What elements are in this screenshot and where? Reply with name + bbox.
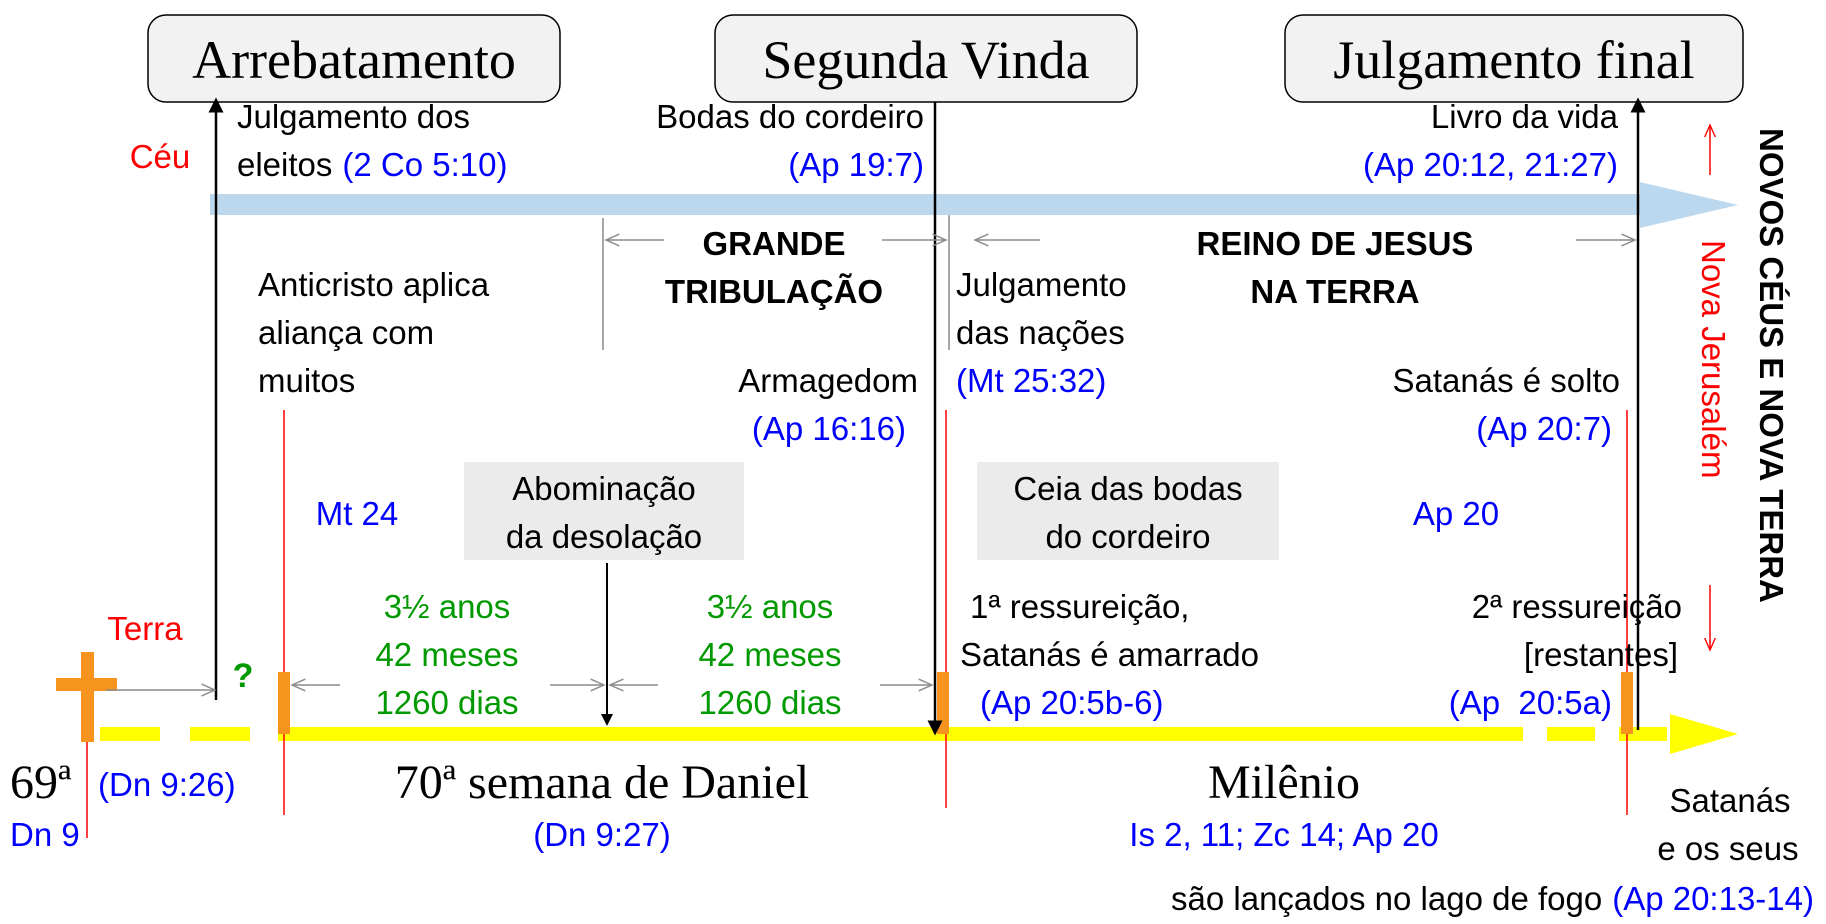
header-final-judgment-label: Julgamento final bbox=[1333, 30, 1694, 90]
week-69-label: 69ª bbox=[10, 756, 72, 809]
armageddon-ref: (Ap 16:16) bbox=[752, 410, 906, 447]
new-jerusalem-label: Nova Jerusalém bbox=[1695, 240, 1732, 478]
half1-days: 1260 dias bbox=[375, 684, 518, 721]
millennium-label: Milênio bbox=[1208, 756, 1360, 809]
red-period-lines bbox=[86, 410, 1628, 838]
book-of-life-label: Livro da vida bbox=[1431, 98, 1619, 135]
dn9-ref: Dn 9 bbox=[10, 816, 80, 853]
elect-judgment-text: eleitos bbox=[237, 146, 332, 183]
cross-icon bbox=[56, 652, 117, 742]
header-second-coming-box: Segunda Vinda bbox=[714, 14, 1138, 103]
second-resurrection-line1: 2ª ressureição bbox=[1472, 588, 1682, 625]
week-70-label: 70ª semana de Daniel bbox=[395, 756, 809, 809]
timeline-arrowhead bbox=[1670, 714, 1738, 754]
heaven-arrow bbox=[210, 182, 1738, 228]
supper-box bbox=[977, 462, 1279, 560]
second-half-week: 3½ anos 42 meses 1260 dias bbox=[698, 588, 841, 721]
satan-end-line2: e os seus bbox=[1657, 830, 1798, 867]
first-resurrection-line1: 1ª ressureição, bbox=[970, 588, 1189, 625]
earth-label: Terra bbox=[107, 610, 183, 647]
elect-judgment-line1: Julgamento dos bbox=[237, 98, 470, 135]
half1-years: 3½ anos bbox=[384, 588, 511, 625]
satan-end-line1: Satanás bbox=[1669, 782, 1790, 819]
header-rapture-box: Arrebatamento bbox=[147, 14, 561, 103]
lake-of-fire-ref: (Ap 20:13-14) bbox=[1612, 880, 1814, 917]
abomination-line1: Abominação bbox=[512, 470, 695, 507]
lake-of-fire-text: são lançados no lago de fogo bbox=[1171, 880, 1602, 917]
gray-extent-arrows bbox=[106, 215, 1635, 690]
satan-loosed-ref: (Ap 20:7) bbox=[1476, 410, 1612, 447]
tribulation-title-line2: TRIBULAÇÃO bbox=[665, 273, 883, 310]
half1-months: 42 meses bbox=[375, 636, 518, 673]
lake-of-fire-line: são lançados no lago de fogo (Ap 20:13-14… bbox=[1171, 880, 1814, 917]
kingdom-title-line2: NA TERRA bbox=[1250, 273, 1419, 310]
uncertain-gap-marker: ? bbox=[233, 657, 254, 695]
second-resurrection-ref: (Ap 20:5a) bbox=[1449, 684, 1612, 721]
antichrist-line3: muitos bbox=[258, 362, 355, 399]
wedding-ref: (Ap 19:7) bbox=[788, 146, 924, 183]
half2-months: 42 meses bbox=[698, 636, 841, 673]
kingdom-title-line1: REINO DE JESUS bbox=[1197, 225, 1474, 262]
half2-days: 1260 dias bbox=[698, 684, 841, 721]
header-final-judgment-box: Julgamento final bbox=[1284, 14, 1744, 103]
half2-years: 3½ anos bbox=[707, 588, 834, 625]
antichrist-line2: aliança com bbox=[258, 314, 434, 351]
header-second-coming-label: Segunda Vinda bbox=[762, 30, 1089, 90]
abomination-box bbox=[464, 462, 744, 560]
ap20-ref: Ap 20 bbox=[1413, 495, 1499, 532]
week-70-ref: (Dn 9:27) bbox=[533, 816, 671, 853]
week-69-ref: (Dn 9:26) bbox=[98, 766, 236, 803]
book-of-life-ref: (Ap 20:12, 21:27) bbox=[1363, 146, 1618, 183]
supper-line1: Ceia das bodas bbox=[1013, 470, 1242, 507]
first-resurrection-ref: (Ap 20:5b-6) bbox=[980, 684, 1163, 721]
nations-judgment-line2: das nações bbox=[956, 314, 1125, 351]
satan-loosed-label: Satanás é solto bbox=[1393, 362, 1621, 399]
earth-timeline bbox=[100, 714, 1738, 754]
new-heavens-label: NOVOS CÉUS E NOVA TERRA bbox=[1753, 128, 1790, 603]
nations-judgment-ref: (Mt 25:32) bbox=[956, 362, 1106, 399]
header-rapture-label: Arrebatamento bbox=[192, 30, 516, 90]
nations-judgment-line1: Julgamento bbox=[956, 266, 1127, 303]
elect-judgment-ref: (2 Co 5:10) bbox=[342, 146, 507, 183]
mt24-ref: Mt 24 bbox=[316, 495, 399, 532]
orange-markers bbox=[278, 672, 1633, 734]
antichrist-line1: Anticristo aplica bbox=[258, 266, 490, 303]
armageddon-label: Armagedom bbox=[738, 362, 918, 399]
abomination-line2: da desolação bbox=[506, 518, 702, 555]
heaven-label: Céu bbox=[130, 138, 191, 175]
elect-judgment-line2: eleitos (2 Co 5:10) bbox=[237, 146, 507, 183]
tribulation-title-line1: GRANDE bbox=[702, 225, 845, 262]
millennium-ref: Is 2, 11; Zc 14; Ap 20 bbox=[1129, 816, 1438, 853]
supper-line2: do cordeiro bbox=[1045, 518, 1210, 555]
first-half-week: 3½ anos 42 meses 1260 dias bbox=[375, 588, 518, 721]
wedding-label: Bodas do cordeiro bbox=[656, 98, 924, 135]
second-resurrection-line2: [restantes] bbox=[1524, 636, 1678, 673]
first-resurrection-line2: Satanás é amarrado bbox=[960, 636, 1259, 673]
